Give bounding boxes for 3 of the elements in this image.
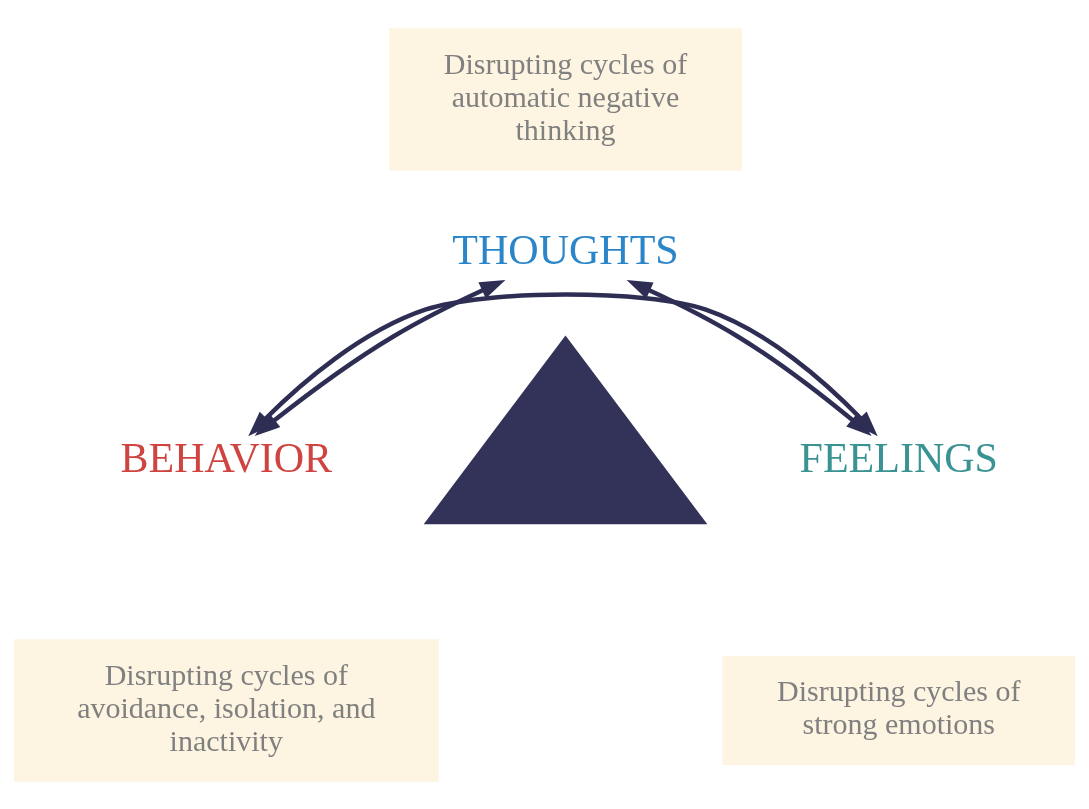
node-text: THOUGHTS — [452, 226, 679, 273]
node-text: FEELINGS — [799, 434, 998, 481]
node-text: BEHAVIOR — [120, 434, 333, 481]
